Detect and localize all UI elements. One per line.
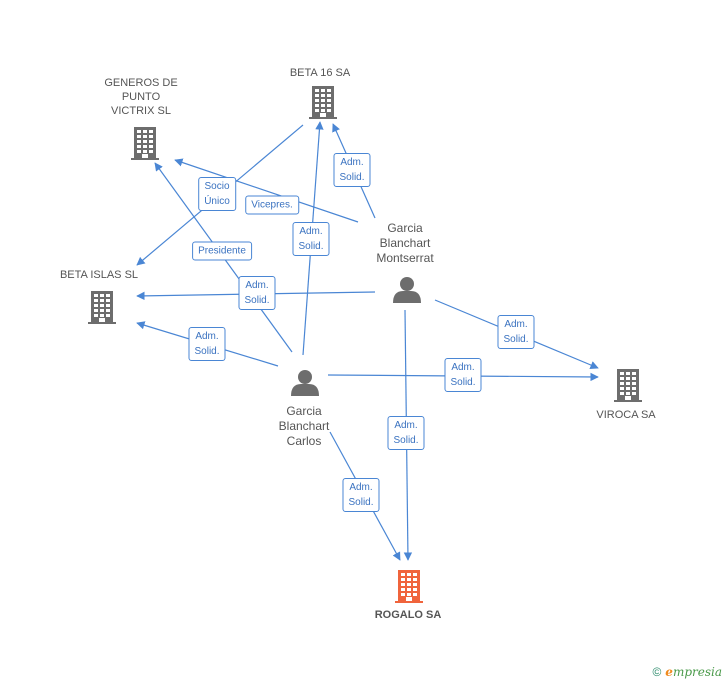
beta16-label[interactable]: BETA 16 SA xyxy=(289,67,351,79)
nodes-layer xyxy=(88,86,642,603)
edge-label-montserrat-generos: Vicepres. xyxy=(245,195,299,215)
viroca-label[interactable]: VIROCA SA xyxy=(596,409,656,421)
viroca-building-icon[interactable] xyxy=(614,369,642,402)
edge-label-carlos-beta16: Adm.Solid. xyxy=(292,222,330,256)
edge-montserrat-generos xyxy=(174,158,359,223)
betaislas-label[interactable]: BETA ISLAS SL xyxy=(59,269,139,281)
betaislas-building-icon[interactable] xyxy=(88,291,116,324)
copyright-symbol: © xyxy=(652,665,662,679)
edge-label-montserrat-beta16: Adm.Solid. xyxy=(333,153,371,187)
generos-building-icon[interactable] xyxy=(131,127,159,160)
edge-label-carlos-rogalo: Adm.Solid. xyxy=(342,478,380,512)
footer-brand: © empresia xyxy=(652,665,722,679)
beta16-building-icon[interactable] xyxy=(309,86,337,119)
edge-label-carlos-betaislas: Adm.Solid. xyxy=(188,327,226,361)
montserrat-person-icon[interactable] xyxy=(393,277,421,303)
rogalo-building-icon[interactable] xyxy=(395,570,423,603)
edge-label-montserrat-rogalo: Adm.Solid. xyxy=(387,416,425,450)
rogalo-label[interactable]: ROGALO SA xyxy=(374,609,442,621)
edge-label-montserrat-viroca: Adm.Solid. xyxy=(497,315,535,349)
carlos-person-icon[interactable] xyxy=(291,370,319,396)
edge-label-carlos-viroca: Adm.Solid. xyxy=(444,358,482,392)
edge-label-montserrat-betaislas: Adm.Solid. xyxy=(238,276,276,310)
edge-label-carlos-generos: Presidente xyxy=(192,241,252,261)
empresia-logo: empresia xyxy=(665,665,722,679)
